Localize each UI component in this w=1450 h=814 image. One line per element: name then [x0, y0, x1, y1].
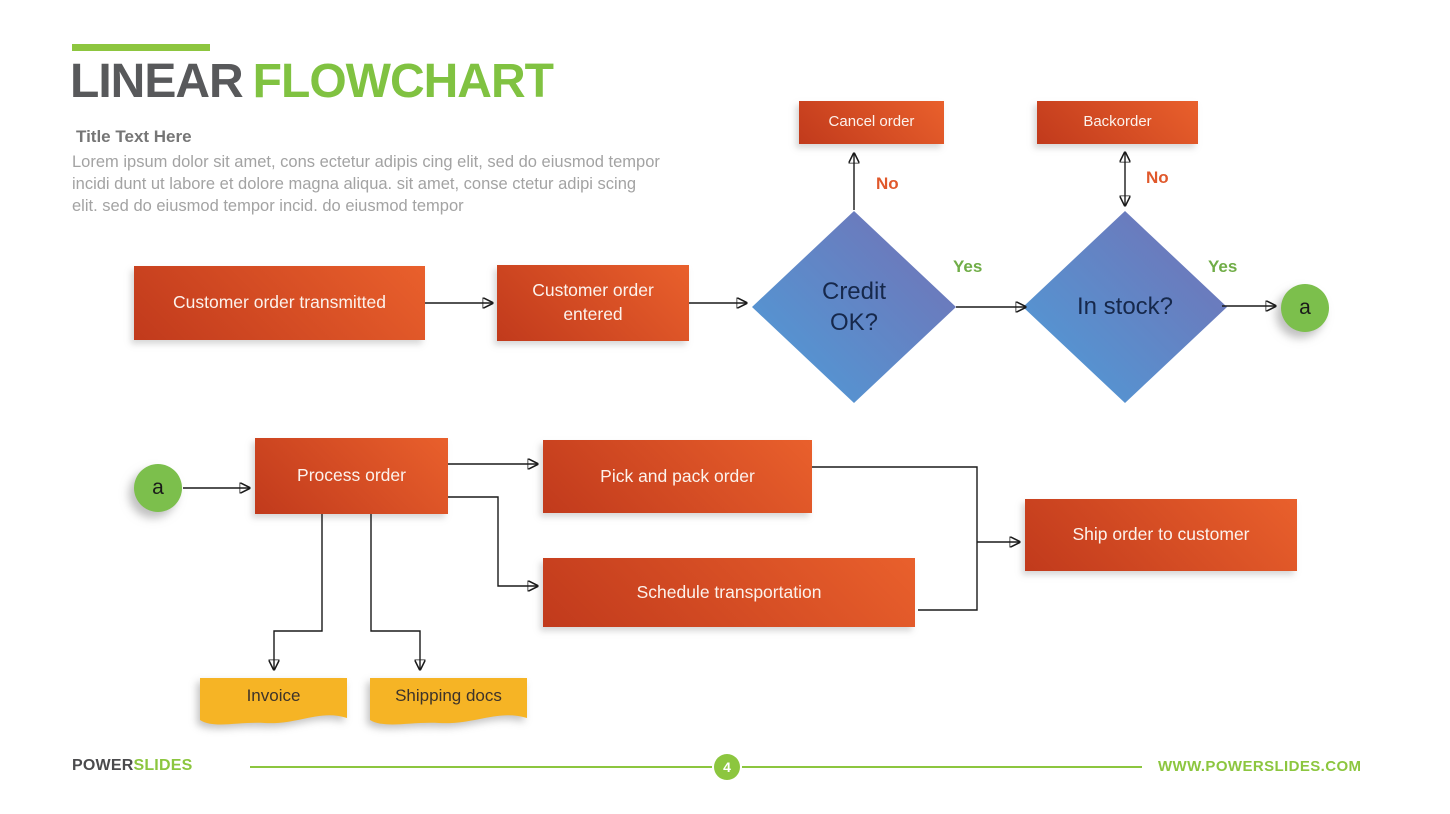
node-label: Credit OK? [821, 277, 887, 336]
node-label: Process order [297, 465, 406, 486]
node-in-stock-decision: In stock? [1023, 211, 1227, 403]
node-backorder: Backorder [1037, 101, 1198, 144]
page-title-primary: LINEAR [70, 55, 244, 108]
document-shape-icon [370, 678, 527, 725]
page-number: 4 [723, 759, 731, 775]
node-label: Invoice [246, 686, 301, 705]
node-label: Backorder [1083, 113, 1152, 131]
edge-process-to-invoice [274, 514, 323, 669]
node-credit-ok-decision: Credit OK? [752, 211, 956, 403]
logo-text-accent: SLIDES [133, 757, 193, 774]
edge-label-stock-yes: Yes [1208, 257, 1238, 276]
section-subtitle: Title Text Here [76, 127, 192, 146]
node-label: a [152, 476, 164, 499]
node-label: Ship order to customer [1072, 524, 1250, 545]
node-process-order: Process order [255, 438, 448, 514]
node-connector-a-in: a [134, 464, 182, 512]
node-ship-order-to-customer: Ship order to customer [1025, 499, 1297, 571]
node-cancel-order: Cancel order [799, 101, 944, 144]
logo-text-primary: POWER [72, 757, 134, 774]
footer-divider-left [250, 766, 712, 768]
page-title-accent: FLOWCHART [252, 55, 554, 108]
edge-process-to-schedule [448, 496, 537, 586]
node-label: Customer order entered [532, 280, 654, 324]
node-shipping-docs-document: Shipping docs [370, 678, 527, 728]
footer-divider-right [742, 766, 1142, 768]
edge-label-credit-no: No [876, 174, 899, 193]
page-number-badge: 4 [714, 754, 740, 780]
node-label: Schedule transportation [636, 581, 822, 602]
body-text-line: elit. sed do eiusmod tempor incid. do ei… [72, 197, 464, 215]
title-accent-bar [72, 44, 210, 51]
node-label: In stock? [1076, 293, 1174, 321]
node-customer-order-transmitted: Customer order transmitted [134, 266, 425, 340]
node-label: Pick and pack order [600, 465, 755, 486]
body-text-line: Lorem ipsum dolor sit amet, cons ectetur… [72, 153, 660, 171]
node-invoice-document: Invoice [200, 678, 347, 728]
powerslides-logo: POWERSLIDES [72, 757, 192, 775]
node-connector-a-out: a [1281, 284, 1329, 332]
body-text: Lorem ipsum dolor sit amet, cons ectetur… [72, 151, 660, 217]
node-label: Cancel order [828, 113, 915, 131]
node-schedule-transportation: Schedule transportation [543, 558, 915, 627]
edge-label-credit-yes: Yes [953, 257, 983, 276]
edge-process-to-shipping-docs [370, 514, 420, 669]
node-label: Shipping docs [395, 686, 502, 705]
document-shape-icon [200, 678, 347, 725]
node-label: a [1299, 296, 1311, 319]
node-customer-order-entered: Customer order entered [497, 265, 689, 341]
body-text-line: incidi dunt ut labore et dolore magna al… [72, 175, 637, 193]
edge-label-stock-no: No [1146, 168, 1169, 187]
node-label: Customer order transmitted [173, 292, 386, 313]
node-pick-and-pack-order: Pick and pack order [543, 440, 812, 513]
website-link: WWW.POWERSLIDES.COM [1158, 758, 1362, 775]
